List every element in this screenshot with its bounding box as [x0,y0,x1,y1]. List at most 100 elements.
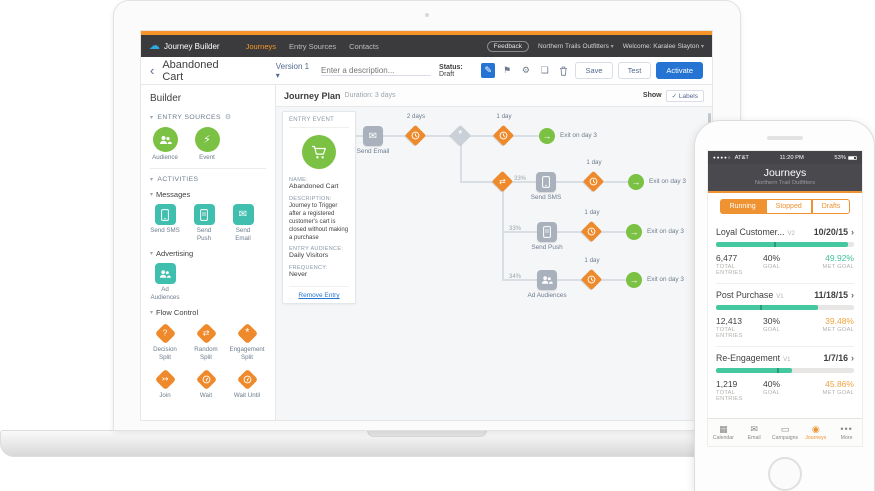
entry-audience-value: Daily Visitors [289,252,329,260]
remove-entry-link[interactable]: Remove Entry [289,285,349,299]
engagement-split-node[interactable]: * [449,124,472,147]
activities-section-header[interactable]: ▾ ACTIVITIES [150,176,266,183]
entry-event-card[interactable]: ENTRY EVENT NAME: Abandoned Cart DESCRIP… [282,111,356,304]
show-label: Show [642,92,662,99]
feedback-button[interactable]: Feedback [486,40,530,52]
palette-send-push[interactable]: Send Push [189,204,219,242]
exit-node[interactable]: → [626,224,642,240]
tab-stopped[interactable]: Stopped [765,199,812,214]
version-dropdown[interactable]: Version 1 ▾ [275,61,310,80]
chevron-down-icon: ▾ [700,43,704,50]
exit-node[interactable]: → [628,174,644,190]
wait-node[interactable] [492,124,515,147]
welcome-label: Welcome: Karalee Slayton [622,42,700,50]
palette-label: Decision Split [153,346,177,361]
goal-marker [760,305,763,310]
phone-home-button[interactable] [768,457,802,491]
settings-button[interactable]: ⚙ [519,63,533,78]
nav-label: Calendar [712,434,734,441]
wait-until-clock-icon [236,368,258,391]
phone-app-subtitle: Northern Trail Outfitters [754,179,816,186]
description-input[interactable] [321,65,432,76]
node-label: Send Email [356,148,390,155]
ad-audiences-icon [154,263,176,285]
battery-percent: 53% [834,154,846,161]
palette-event[interactable]: ⚡ Event [192,127,222,161]
journey-plan-title: Journey Plan [284,90,341,101]
activate-button[interactable]: Activate [656,62,704,79]
nav-more[interactable]: •••More [831,424,862,441]
journey-title: Abandoned Cart [162,58,219,83]
sidebar-title: Builder [150,93,182,104]
palette-ad-audiences[interactable]: Ad Audiences [150,263,180,301]
copy-button[interactable]: ❏ [538,63,552,78]
entries-label: TOTAL ENTRIES [716,390,743,402]
nav-journeys[interactable]: ◉Journeys [800,424,831,441]
wait-node[interactable] [404,124,427,147]
app-brand-label: Journey Builder [164,41,220,51]
nav-email[interactable]: ✉Email [739,424,770,441]
palette-wait[interactable]: Wait [191,368,221,399]
send-sms-node[interactable] [536,172,556,192]
journey-date: 10/20/15 [813,227,848,237]
send-email-node[interactable]: ✉ [363,126,383,146]
tab-running[interactable]: Running [719,199,766,214]
clock-icon [499,131,508,140]
entry-sources-section-header[interactable]: ▾ ENTRY SOURCES ⚙ [150,113,266,122]
entry-desc-label: DESCRIPTION: [289,195,332,202]
nav-calendar[interactable]: ▦Calendar [708,424,739,441]
labels-toggle-button[interactable]: ✓ Labels [665,89,704,102]
goal-button[interactable]: ⚑ [500,63,514,78]
exit-arrow-icon: → [629,275,639,285]
messages-subheader[interactable]: ▾ Messages [150,190,266,199]
random-split-icon: ⇄ [499,176,506,186]
ad-audiences-node[interactable] [537,270,557,290]
delete-button[interactable] [557,63,571,78]
random-split-node[interactable]: ⇄ [491,170,514,193]
palette-send-sms[interactable]: Send SMS [150,204,180,242]
flow-control-subheader[interactable]: ▾ Flow Control [150,308,266,317]
nav-tab-entry-sources[interactable]: Entry Sources [289,41,337,51]
journey-canvas: Journey Plan Duration: 3 days Show ✓ Lab… [276,85,712,420]
carrier-label: AT&T [734,154,749,161]
tab-drafts[interactable]: Drafts [811,199,851,214]
exit-label: Exit on day 3 [647,228,684,235]
back-button[interactable]: ‹ [150,63,155,78]
wait-node[interactable] [580,220,603,243]
nav-campaigns[interactable]: ▭Campaigns [770,424,801,441]
palette-join[interactable]: ↣ Join [150,368,180,399]
advertising-subheader[interactable]: ▾ Advertising [150,249,266,258]
palette-label: Wait Until [233,392,261,400]
exit-node[interactable]: → [626,272,642,288]
nav-tab-journeys[interactable]: Journeys [245,41,277,51]
wait-node[interactable] [582,170,605,193]
test-button[interactable]: Test [617,62,652,79]
save-button[interactable]: Save [575,62,613,79]
journey-date: 11/18/15 [814,290,848,300]
advertising-label: Advertising [156,249,194,259]
progress-fill [716,305,819,310]
gear-icon[interactable]: ⚙ [224,114,232,121]
palette-wait-until[interactable]: Wait Until [232,368,262,400]
palette-audience[interactable]: Audience [150,127,180,161]
phone-app-header: Journeys Northern Trail Outfitters [708,164,862,193]
clock-icon [589,177,598,186]
goal-label: GOAL [763,327,780,333]
trash-icon [560,66,568,76]
user-menu[interactable]: Welcome: Karalee Slayton ▾ [623,43,704,50]
edit-button[interactable]: ✎ [481,63,496,78]
exit-node[interactable]: → [539,128,555,144]
journey-version: V1 [783,357,791,363]
palette-random-split[interactable]: ⇄ Random Split [191,323,221,361]
send-push-node[interactable] [537,222,557,242]
org-menu[interactable]: Northern Trails Outfitters ▾ [538,43,614,50]
nav-tab-contacts[interactable]: Contacts [349,41,379,51]
palette-send-email[interactable]: ✉ Send Email [228,204,258,242]
palette-engagement-split[interactable]: * Engagement Split [229,323,265,361]
wait-node[interactable] [580,268,603,291]
palette-decision-split[interactable]: ? Decision Split [150,323,180,361]
